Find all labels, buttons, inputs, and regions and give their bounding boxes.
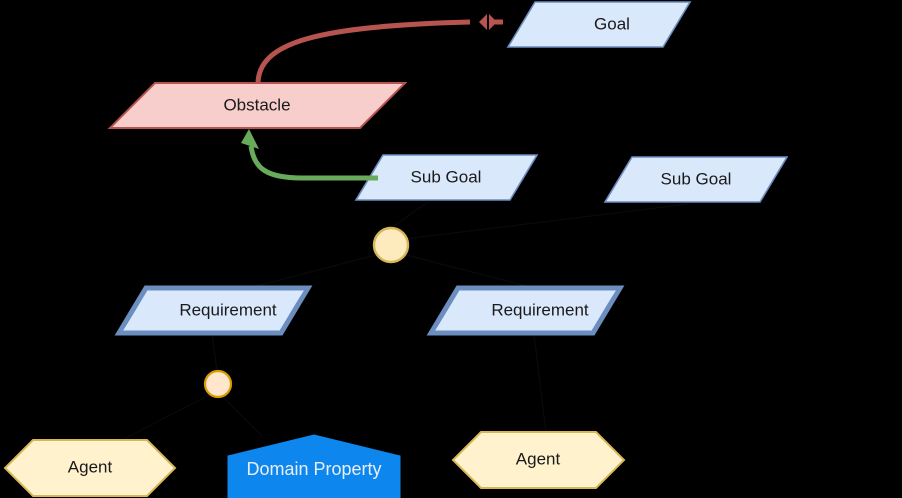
refinement-edge-to-requirement-left [211, 333, 218, 372]
node-agent-left[interactable]: Agent [3, 439, 177, 497]
node-goal[interactable]: Goal [506, 1, 692, 48]
agent-right-shape[interactable] [451, 431, 626, 489]
node-agent-right[interactable]: Agent [451, 431, 626, 489]
requirement-right-inner-outline [435, 290, 616, 331]
node-requirement-right[interactable]: Requirement [426, 285, 625, 336]
resolution-arrowhead-icon [241, 129, 259, 149]
node-subgoal-left[interactable]: Sub Goal [354, 154, 539, 201]
node-obstacle[interactable]: Obstacle [107, 82, 408, 129]
requirement-left-inner-outline [123, 290, 304, 331]
refinement-edge-subgoal-right [404, 203, 689, 240]
link-obstruction[interactable] [255, 14, 503, 85]
obstruction-x-left-diamond [479, 14, 487, 30]
connector-layer [119, 201, 689, 442]
refinement-upper-circle[interactable] [372, 226, 410, 264]
obstruction-x-right-diamond [489, 14, 497, 30]
subgoal-left-shape[interactable] [354, 154, 539, 201]
agent-left-shape[interactable] [3, 439, 177, 497]
refinement-edge-requirement-right [405, 254, 539, 290]
node-subgoal-right[interactable]: Sub Goal [603, 156, 789, 203]
resolution-link-path[interactable] [248, 145, 378, 181]
obstruction-x-bar [495, 19, 503, 25]
refinement-edge-requirement-left [244, 254, 377, 290]
link-resolution[interactable] [241, 129, 378, 181]
node-requirement-left[interactable]: Requirement [114, 285, 313, 336]
refinement-lower-circle[interactable] [203, 369, 233, 399]
node-refinement-upper[interactable] [372, 226, 410, 264]
refinement-edge-subgoal-left [390, 201, 429, 229]
obstruction-link-path[interactable] [255, 19, 471, 85]
refinement-edge-domain-property [222, 396, 263, 437]
obstacle-shape[interactable] [107, 82, 408, 129]
refinement-edge-agent-right [533, 333, 547, 434]
domain-property-shape[interactable] [227, 434, 401, 498]
subgoal-right-shape[interactable] [603, 156, 789, 203]
node-refinement-lower[interactable] [203, 369, 233, 399]
refinement-edge-agent-left [119, 394, 210, 442]
node-domain-property[interactable]: Domain Property [227, 434, 401, 498]
obstruction-x-icon [479, 14, 503, 30]
goal-shape[interactable] [506, 1, 692, 48]
